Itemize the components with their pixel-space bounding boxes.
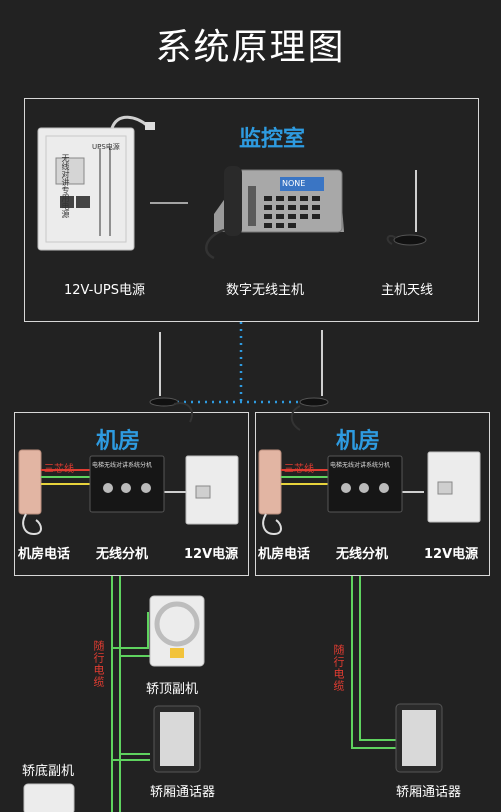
machine-room-left-unit-label: 无线分机 — [96, 547, 149, 562]
car-top-unit — [149, 595, 205, 667]
machine-room-right-antenna-icon — [290, 330, 329, 431]
radio-link-dotted — [170, 322, 312, 404]
machine-room-right-power-label: 12V电源 — [424, 547, 479, 562]
wireless-host — [205, 166, 344, 260]
ups-box-subtitle: 无线对讲专用电源 — [61, 154, 70, 218]
host-antenna-label: 主机天线 — [381, 283, 434, 298]
right-trailing-cable — [351, 576, 398, 749]
car-bottom-label: 轿底副机 — [22, 764, 75, 779]
machine-room-left-power-label: 12V电源 — [184, 547, 239, 562]
machine-room-left-wire-label: 三芯线 — [44, 464, 74, 475]
ups-power-box — [37, 115, 155, 251]
machine-room-left-wires — [41, 469, 186, 493]
host-antenna-icon — [386, 170, 427, 246]
machine-room-left-antenna-icon — [149, 332, 193, 423]
car-intercom-left-label: 轿厢通话器 — [150, 785, 216, 800]
wireless-host-label: 数字无线主机 — [226, 283, 305, 298]
machine-room-right-unit-label: 无线分机 — [336, 547, 389, 562]
page-title: 系统原理图 — [155, 27, 346, 68]
machine-room-left-phone — [18, 449, 42, 536]
machine-room-left-phone-label: 机房电话 — [18, 547, 71, 562]
ups-box-title: UPS电源 — [92, 143, 120, 151]
car-bottom-unit — [23, 783, 75, 812]
machine-room-left-unit-text: 电梯无线对讲系统分机 — [92, 462, 153, 469]
car-intercom-left — [153, 705, 201, 773]
machine-room-right-unit — [327, 455, 403, 513]
right-cable-label: 随行电缆 — [332, 644, 345, 692]
machine-room-right-panel — [255, 412, 490, 576]
machine-room-left-header: 机房 — [96, 429, 141, 454]
host-screen-text: NONE — [282, 179, 306, 188]
control-room-header: 监控室 — [239, 127, 306, 152]
car-top-label: 轿顶副机 — [146, 682, 199, 697]
machine-room-left-panel — [14, 412, 249, 576]
left-trailing-cable — [111, 576, 156, 812]
machine-room-left-unit — [89, 455, 165, 513]
machine-room-right-header: 机房 — [336, 429, 381, 454]
left-cable-label: 随行电缆 — [92, 640, 105, 688]
car-intercom-right — [395, 703, 443, 773]
machine-room-left-power — [185, 455, 239, 525]
machine-room-right-wire-label: 三芯线 — [284, 464, 314, 475]
machine-room-right-phone-label: 机房电话 — [258, 547, 311, 562]
machine-room-right-unit-text: 电梯无线对讲系统分机 — [330, 462, 391, 469]
machine-room-right-wires — [281, 469, 424, 493]
car-intercom-right-label: 轿厢通话器 — [396, 785, 462, 800]
machine-room-right-phone — [258, 449, 282, 536]
control-room-panel — [24, 98, 479, 322]
machine-room-right-power — [427, 451, 481, 523]
ups-power-label: 12V-UPS电源 — [64, 283, 145, 298]
